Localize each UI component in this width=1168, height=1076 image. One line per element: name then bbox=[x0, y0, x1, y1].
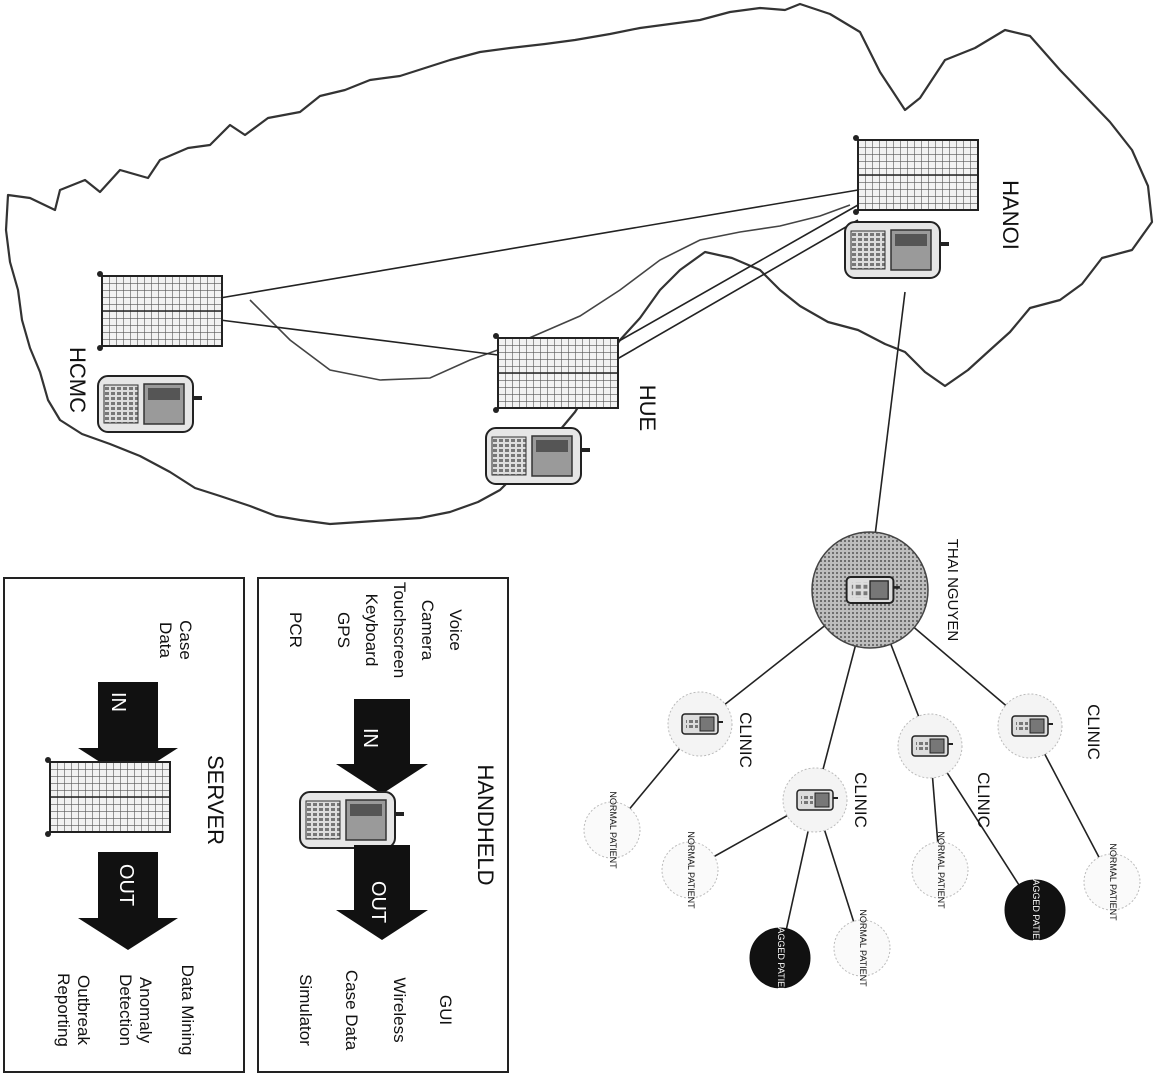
patient-label: FLAGGED PATIENT bbox=[1031, 869, 1041, 952]
hcmc-handheld-icon bbox=[97, 375, 203, 433]
handheld-device-icon bbox=[299, 791, 405, 849]
clinic-node: CLINIC bbox=[897, 713, 993, 828]
server-title: SERVER bbox=[203, 755, 228, 845]
server-in-label: IN bbox=[107, 692, 129, 712]
clinic-handheld-icon bbox=[1011, 715, 1054, 737]
hue-server-icon bbox=[492, 332, 619, 414]
clinic-handheld-icon bbox=[796, 789, 839, 811]
server-out-label: OUT bbox=[115, 864, 137, 906]
handheld-input-item: GPS bbox=[334, 612, 353, 648]
handheld-output-item: Case Data bbox=[342, 970, 361, 1051]
server-legend-box: SERVER Case Data IN OUT Data Mining Anom… bbox=[3, 577, 245, 1073]
server-output-item: Reporting bbox=[54, 973, 73, 1047]
vietnam-map-outline bbox=[4, 2, 1154, 526]
handheld-output-item: GUI bbox=[436, 995, 455, 1025]
patient-label: FLAGGED PATIENT bbox=[776, 917, 786, 1000]
hanoi-server-icon bbox=[852, 134, 979, 216]
patient-node-flagged: FLAGGED PATIENT bbox=[1004, 869, 1066, 952]
server-output-item: Data Mining bbox=[178, 965, 197, 1056]
map-internal-border bbox=[249, 204, 851, 381]
clinic-node: CLINIC bbox=[667, 691, 755, 768]
clinic-label: CLINIC bbox=[851, 772, 870, 828]
clinic-label: CLINIC bbox=[974, 772, 993, 828]
server-output-item: Detection bbox=[116, 974, 135, 1046]
hue-handheld-icon bbox=[485, 427, 591, 485]
hcmc-label: HCMC bbox=[65, 347, 90, 413]
handheld-in-label: IN bbox=[359, 728, 381, 748]
patient-label: NORMAL PATIENT bbox=[608, 791, 618, 869]
thai-nguyen-label: THAI NGUYEN bbox=[944, 539, 961, 642]
server-device-icon bbox=[44, 756, 171, 838]
server-output-item: Anomaly bbox=[136, 977, 155, 1044]
handheld-out-label: OUT bbox=[367, 881, 389, 923]
handheld-output-item: Wireless bbox=[390, 977, 409, 1042]
handheld-input-item: PCR bbox=[286, 612, 305, 648]
server-in-arrow bbox=[78, 682, 178, 780]
hcmc-server-icon bbox=[96, 270, 223, 352]
handheld-input-item: Keyboard bbox=[362, 594, 381, 667]
clinic-node: CLINIC bbox=[782, 767, 870, 833]
handheld-input-item: Camera bbox=[418, 600, 437, 661]
clinic-node: CLINIC bbox=[997, 693, 1103, 760]
thai-nguyen-handheld-icon bbox=[845, 576, 901, 604]
clinic-handheld-icon bbox=[681, 713, 724, 735]
clinic-handheld-icon bbox=[911, 735, 954, 757]
patient-label: NORMAL PATIENT bbox=[936, 831, 946, 909]
patient-label: NORMAL PATIENT bbox=[686, 831, 696, 909]
handheld-output-item: Simulator bbox=[296, 974, 315, 1046]
patient-label: NORMAL PATIENT bbox=[1108, 843, 1118, 921]
patient-node-normal: NORMAL PATIENT bbox=[833, 909, 891, 987]
patient-label: NORMAL PATIENT bbox=[858, 909, 868, 987]
handheld-out-arrow bbox=[336, 845, 428, 940]
server-output-item: Outbreak bbox=[74, 975, 93, 1045]
hue-label: HUE bbox=[635, 385, 660, 431]
handheld-in-arrow bbox=[336, 699, 428, 794]
handheld-input-item: Voice bbox=[446, 609, 465, 651]
patient-node-normal: NORMAL PATIENT bbox=[1083, 843, 1141, 921]
patient-node-normal: NORMAL PATIENT bbox=[583, 791, 641, 869]
patient-node-normal: NORMAL PATIENT bbox=[911, 831, 969, 909]
hanoi-label: HANOI bbox=[998, 180, 1023, 250]
handheld-input-item: Touchscreen bbox=[390, 582, 409, 678]
server-input-item: Data bbox=[156, 622, 175, 658]
hanoi-handheld-icon bbox=[844, 221, 950, 279]
handheld-title: HANDHELD bbox=[473, 764, 498, 885]
server-input-item: Case bbox=[176, 620, 195, 660]
clinic-label: CLINIC bbox=[736, 712, 755, 768]
patient-node-normal: NORMAL PATIENT bbox=[661, 831, 719, 909]
handheld-legend-box: HANDHELD Voice Camera Touchscreen Keyboa… bbox=[257, 577, 509, 1073]
patient-node-flagged: FLAGGED PATIENT bbox=[749, 917, 811, 1000]
clinic-label: CLINIC bbox=[1084, 704, 1103, 760]
server-out-arrow bbox=[78, 852, 178, 950]
